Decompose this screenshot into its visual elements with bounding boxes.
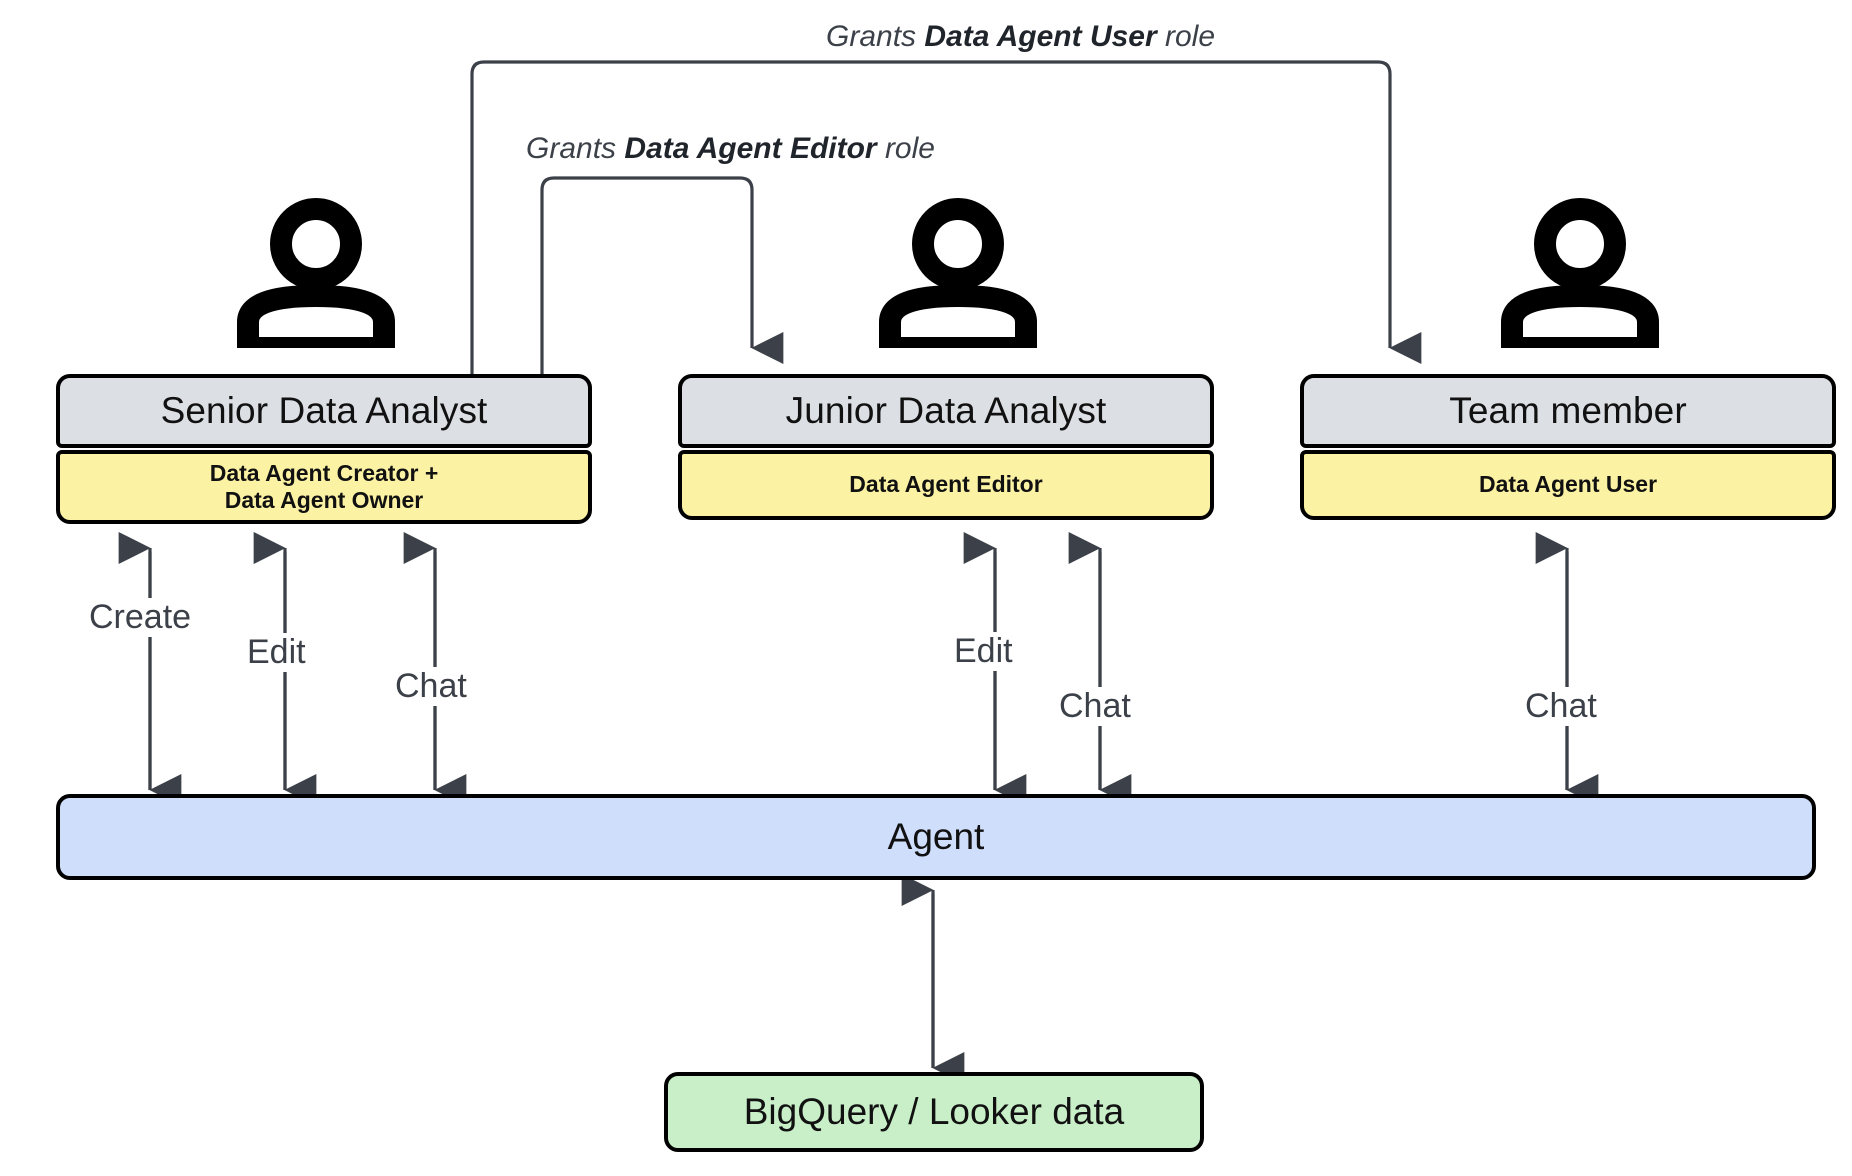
person-icon-junior-data-analyst [878,198,1038,359]
flow-label-senior-create: Create [82,598,199,637]
flow-label-junior-edit: Edit [947,632,1020,671]
person-icon [879,198,1037,359]
persona-title-team-member: Team member [1300,374,1836,448]
grant-label-data-agent-editor: Grants Data Agent Editor role [518,132,943,166]
persona-card-junior-data-analyst[interactable]: Junior Data Analyst Data Agent Editor [678,374,1214,520]
person-icon-senior-data-analyst [236,198,396,359]
flow-label-senior-edit: Edit [240,633,313,672]
grant-arrow-data-agent-editor [540,176,784,374]
persona-roles-team-member: Data Agent User [1300,450,1836,520]
persona-card-team-member[interactable]: Team member Data Agent User [1300,374,1836,520]
role-line-1: Data Agent User [1478,471,1658,498]
grant-label-data-agent-user: Grants Data Agent User role [818,20,1224,54]
datasource-box[interactable]: BigQuery / Looker data [664,1072,1204,1152]
role-line-2: Data Agent Owner [224,487,424,514]
flow-label-junior-chat: Chat [1052,687,1138,726]
flow-label-senior-chat: Chat [388,667,474,706]
grant-prefix: Grants [526,132,625,165]
role-line-1: Data Agent Creator + [209,460,439,486]
grant-prefix: Grants [826,20,925,53]
persona-roles-junior-data-analyst: Data Agent Editor [678,450,1214,520]
person-icon [237,198,395,359]
person-icon [1501,198,1659,359]
grant-suffix: role [1156,20,1216,53]
role-line-1: Data Agent Editor [849,471,1043,498]
persona-roles-senior-data-analyst: Data Agent Creator + Data Agent Owner [56,450,592,525]
person-icon-team-member [1500,198,1660,359]
flow-label-team-chat: Chat [1518,687,1604,726]
grant-suffix: role [876,132,935,165]
grant-role: Data Agent Editor [624,132,877,165]
persona-title-junior-data-analyst: Junior Data Analyst [678,374,1214,448]
persona-card-senior-data-analyst[interactable]: Senior Data Analyst Data Agent Creator +… [56,374,592,525]
agent-bar[interactable]: Agent [56,794,1816,880]
persona-title-senior-data-analyst: Senior Data Analyst [56,374,592,448]
grant-role: Data Agent User [924,20,1157,53]
